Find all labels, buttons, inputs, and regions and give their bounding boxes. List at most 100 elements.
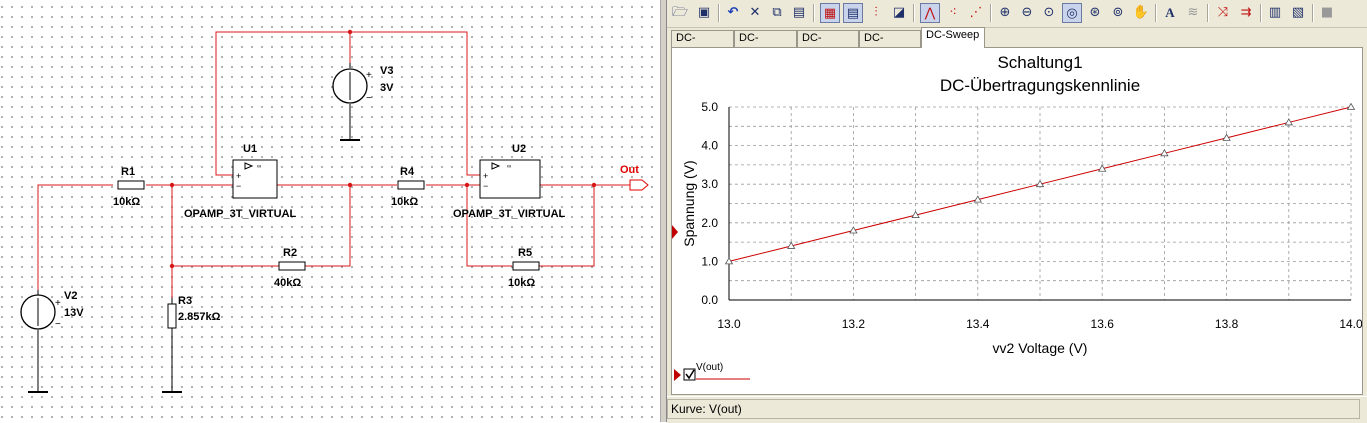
y-axis-label: Spannung (V) (681, 160, 697, 246)
line-plot-icon[interactable]: ⋀ (920, 3, 940, 23)
zoom-in-icon[interactable]: ⊕ (999, 5, 1011, 20)
wires (37, 31, 630, 298)
v2-value: 13V (64, 307, 84, 319)
dots-plot-icon[interactable]: ⁖ (949, 5, 957, 20)
legend-icon[interactable]: ▤ (843, 3, 863, 23)
toolbar-separator (1312, 4, 1314, 22)
tab-dc-sweep-5[interactable]: DC-Sweep (921, 27, 985, 48)
x-tick-label: 13.6 (1091, 317, 1115, 331)
r1-name: R1 (121, 166, 135, 178)
wireless-icon[interactable]: ≋ (1187, 5, 1199, 20)
u2-name: U2 (512, 143, 526, 155)
copy-icon[interactable]: ⧉ (772, 5, 782, 20)
open-icon[interactable]: 🗁 (671, 5, 689, 20)
r5-name: R5 (518, 247, 532, 259)
paste-icon[interactable]: ▤ (792, 5, 806, 20)
legend-label: V(out) (696, 362, 723, 373)
stop-icon[interactable]: ■ (1320, 5, 1334, 20)
r5-value: 10kΩ (508, 277, 535, 289)
overlay-icon[interactable]: ◪ (892, 5, 906, 20)
x-tick-label: 13.0 (717, 317, 741, 331)
svg-text:∞: ∞ (257, 164, 261, 170)
toolbar-separator (813, 4, 815, 22)
source-v3 (332, 68, 368, 104)
resistor-r3 (167, 303, 177, 329)
resistor-r2 (278, 261, 306, 271)
y-tick-label: 4.0 (701, 139, 718, 153)
data-point-marker (1222, 133, 1231, 141)
resistor-r4 (397, 180, 425, 190)
grid-icon[interactable]: ▦ (820, 3, 840, 23)
opamp-u2-symbol (479, 159, 541, 199)
r3-value: 2.857kΩ (178, 311, 221, 323)
zoom-x-icon[interactable]: ⊛ (1089, 5, 1101, 20)
cut-icon[interactable]: ✕ (749, 5, 761, 20)
output-label: Out (620, 164, 639, 176)
save-icon[interactable]: ▣ (697, 5, 711, 20)
grapher-toolbar: 🗁 ▣ ↶ ✕ ⧉ ▤ ▦ ▤ ⫶ ◪ ⋀ ⁖ ⋰ ⊕ ⊖ ⊙ ◎ ⊛ ⊚ ✋ … (667, 0, 1367, 28)
svg-text:−: − (55, 319, 61, 330)
r2-name: R2 (283, 247, 297, 259)
status-bar: Kurve: V(out) (667, 396, 1367, 423)
leads (28, 63, 360, 393)
x-tick-label: 13.8 (1215, 317, 1239, 331)
splitter[interactable] (660, 0, 667, 422)
legend-marker (674, 369, 681, 381)
left-cursor-marker (672, 225, 678, 239)
reverse-colors-icon[interactable]: ⤨ (1217, 5, 1229, 20)
u1-model: OPAMP_3T_VIRTUAL (184, 208, 297, 220)
tab-dc-sweep-4[interactable]: DC-Sweep (859, 30, 921, 59)
page-properties-icon[interactable]: ▥ (1268, 5, 1282, 20)
chart-title: Schaltung1 (997, 53, 1082, 72)
output-connector (629, 179, 649, 191)
zoom-area-icon[interactable]: ⊙ (1043, 5, 1055, 20)
status-text: Kurve: V(out) (671, 402, 742, 416)
v3-value: 3V (380, 82, 394, 94)
tab-dc-sweep-3[interactable]: DC-Sweep (797, 30, 859, 59)
svg-text:∞: ∞ (507, 164, 511, 170)
legend-check-mark (685, 369, 695, 380)
junctions (169, 29, 597, 269)
svg-text:−: − (366, 93, 372, 104)
data-point-marker (1035, 179, 1045, 188)
zoom-y-icon[interactable]: ⊚ (1112, 5, 1124, 20)
r4-value: 10kΩ (391, 196, 418, 208)
x-axis-label: vv2 Voltage (V) (993, 340, 1088, 356)
schematic-drawing: + − + − ∞ + − ∞ + − R1 10kΩ R4 10kΩ R (20, 29, 649, 393)
undo-icon[interactable]: ↶ (727, 5, 739, 20)
svg-text:+: + (55, 298, 61, 309)
opamp-u1-symbol (232, 159, 278, 199)
zoom-out-icon[interactable]: ⊖ (1021, 5, 1033, 20)
chart-subtitle: DC-Übertragungskennlinie (940, 76, 1140, 95)
pan-icon[interactable]: ✋ (1132, 5, 1150, 20)
grapher-view: 🗁 ▣ ↶ ✕ ⧉ ▤ ▦ ▤ ⫶ ◪ ⋀ ⁖ ⋰ ⊕ ⊖ ⊙ ◎ ⊛ ⊚ ✋ … (667, 0, 1367, 423)
data-point-marker (787, 241, 796, 249)
cursors-icon[interactable]: ⫶ (874, 5, 878, 20)
v2-name: V2 (64, 290, 77, 302)
schematic-canvas[interactable]: + − + − ∞ + − ∞ + − R1 10kΩ R4 10kΩ R (0, 0, 660, 422)
zoom-full-icon[interactable]: ◎ (1062, 3, 1082, 23)
tab-dc-sweep-1[interactable]: DC-Sweep (671, 30, 734, 59)
r4-name: R4 (400, 166, 415, 178)
toolbar-separator (990, 4, 992, 22)
u1-name: U1 (243, 143, 257, 155)
graph-properties-icon[interactable]: ▧ (1291, 5, 1305, 20)
toolbar-separator (1207, 4, 1209, 22)
svg-text:+: + (483, 171, 488, 181)
data-point-marker (1284, 118, 1293, 126)
data-point-marker (724, 257, 734, 265)
resistor-r5 (512, 261, 540, 271)
y-tick-label: 2.0 (701, 216, 718, 230)
data-point-marker (1098, 164, 1107, 172)
source-v2 (20, 294, 56, 330)
text-icon[interactable]: A (1165, 5, 1175, 20)
svg-text:−: − (483, 181, 488, 191)
x-tick-label: 14.0 (1339, 317, 1362, 331)
toolbar-separator (1155, 4, 1157, 22)
points-plot-icon[interactable]: ⋰ (969, 5, 983, 20)
y-tick-label: 1.0 (701, 254, 718, 268)
tab-dc-sweep-2[interactable]: DC-Sweep (734, 30, 797, 59)
export-icon[interactable]: ⇉ (1240, 5, 1252, 20)
v3-name: V3 (380, 65, 393, 77)
